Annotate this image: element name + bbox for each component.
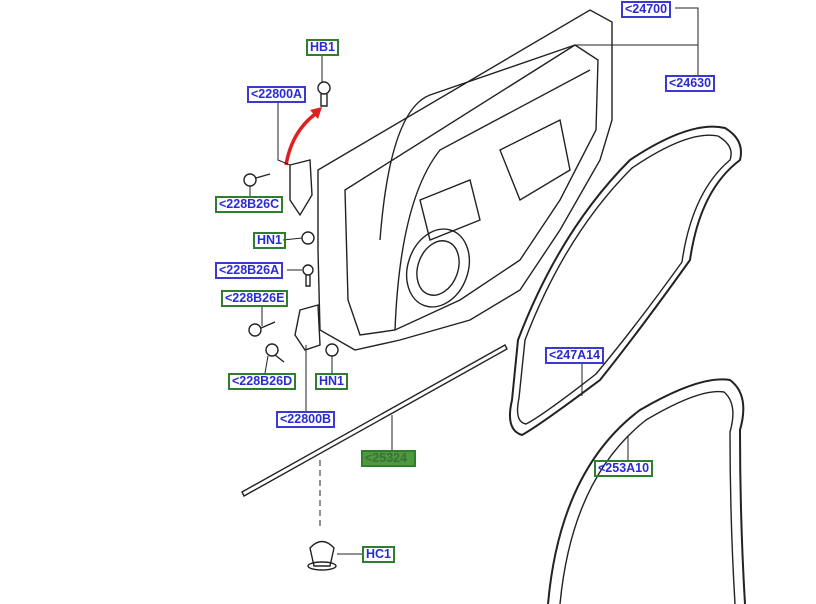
body-seal-253a10: [547, 378, 746, 604]
callout-hn1-top[interactable]: HN1: [253, 232, 287, 249]
callout-22800b[interactable]: <22800B: [276, 411, 336, 428]
speaker-opening: [405, 228, 471, 308]
callout-hn1-bottom[interactable]: HN1: [315, 373, 349, 390]
callout-24630[interactable]: <24630: [665, 75, 716, 92]
beltline-moulding: [241, 344, 508, 497]
door-seal-247a14: [509, 125, 742, 437]
leader-lines: [249, 7, 699, 555]
callout-228b26c[interactable]: <228B26C: [215, 196, 284, 213]
lower-hinge: [294, 304, 321, 351]
callout-228b26d[interactable]: <228B26D: [228, 373, 297, 390]
callout-22800a[interactable]: <22800A: [247, 86, 307, 103]
callout-hc1[interactable]: HC1: [362, 546, 396, 563]
upper-hinge: [289, 159, 313, 217]
callout-247a14[interactable]: <247A14: [545, 347, 605, 364]
callout-24700[interactable]: <24700: [621, 1, 672, 18]
callout-228b26a[interactable]: <228B26A: [215, 262, 284, 279]
door-frame-inner: [344, 44, 599, 336]
highlight-arrow-icon: [284, 110, 320, 166]
callout-25324[interactable]: <25324: [361, 450, 416, 467]
door-shell: [317, 9, 613, 351]
callout-228b26e[interactable]: <228B26E: [221, 290, 289, 307]
callout-253a10[interactable]: <253A10: [594, 460, 654, 477]
callout-hb1[interactable]: HB1: [306, 39, 340, 56]
